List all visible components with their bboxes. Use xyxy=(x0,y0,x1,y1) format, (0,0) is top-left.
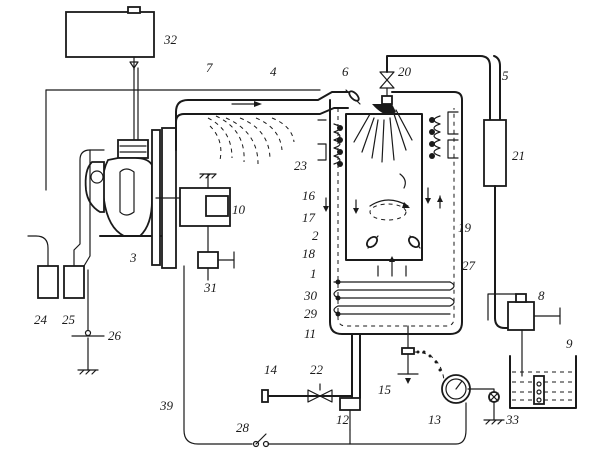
label-39: 39 xyxy=(159,398,174,413)
label-25: 25 xyxy=(62,312,76,327)
spray-nozzle xyxy=(353,71,413,163)
fuel-tank xyxy=(65,6,155,141)
reservoir xyxy=(509,355,577,409)
label-2: 2 xyxy=(312,228,319,243)
label-26: 26 xyxy=(108,328,122,343)
exhaust-duct xyxy=(175,91,349,165)
label-23: 23 xyxy=(294,158,308,173)
label-14: 14 xyxy=(264,362,278,377)
outlet-valves xyxy=(261,325,505,431)
label-11: 11 xyxy=(304,326,316,341)
engine xyxy=(84,127,186,269)
wiring-loop xyxy=(45,89,495,448)
label-6: 6 xyxy=(342,64,349,79)
label-27: 27 xyxy=(462,258,476,273)
label-22: 22 xyxy=(310,362,324,377)
label-31: 31 xyxy=(203,280,217,295)
label-5: 5 xyxy=(502,68,509,83)
label-4: 4 xyxy=(270,64,277,79)
valve-6 xyxy=(345,89,361,105)
label-3: 3 xyxy=(129,250,137,265)
label-33: 33 xyxy=(505,412,520,427)
label-28: 28 xyxy=(236,420,250,435)
label-10: 10 xyxy=(232,202,246,217)
label-18: 18 xyxy=(302,246,316,261)
label-19: 19 xyxy=(458,220,472,235)
label-16: 16 xyxy=(302,188,316,203)
label-30: 30 xyxy=(303,288,318,303)
label-32: 32 xyxy=(163,32,178,47)
label-12: 12 xyxy=(336,412,350,427)
label-8: 8 xyxy=(538,288,545,303)
label-7: 7 xyxy=(206,60,213,75)
label-29: 29 xyxy=(304,306,318,321)
label-17: 17 xyxy=(302,210,316,225)
label-13: 13 xyxy=(428,412,442,427)
boiler xyxy=(317,91,463,335)
fluid-line xyxy=(386,55,515,329)
label-20: 20 xyxy=(398,64,412,79)
label-24: 24 xyxy=(34,312,48,327)
label-9: 9 xyxy=(566,336,573,351)
label-15: 15 xyxy=(378,382,392,397)
fan-unit xyxy=(179,173,231,227)
label-1: 1 xyxy=(310,266,317,281)
part-labels: 32 7 4 6 20 5 21 23 16 17 2 18 19 27 1 3… xyxy=(34,32,573,435)
pump-31 xyxy=(197,225,235,281)
control-units xyxy=(27,149,105,375)
label-21: 21 xyxy=(512,148,525,163)
pump-8 xyxy=(487,293,561,377)
